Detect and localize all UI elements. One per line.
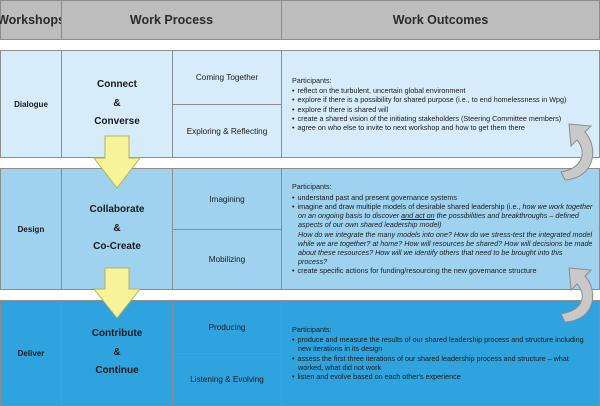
process-dialogue-line1: Connect <box>97 79 137 91</box>
outcome-text-italic: the possibilities and breakthroughs <box>434 211 548 221</box>
header-work-process-label: Work Process <box>129 13 214 27</box>
outcome-item: create a shared vision of the initiating… <box>292 114 593 123</box>
header-work-outcomes: Work Outcomes <box>281 0 600 40</box>
outcomes-dialogue-list: reflect on the turbulent, uncertain glob… <box>292 86 593 132</box>
yellow-down-arrow-icon <box>92 267 142 319</box>
outcome-item: explore if there is shared will <box>292 105 593 114</box>
outcome-item: create specific actions for funding/reso… <box>292 266 593 275</box>
process-deliver-line1: Contribute <box>91 328 143 340</box>
outcome-item: reflect on the turbulent, uncertain glob… <box>292 86 593 95</box>
outcomes-dialogue-lead: Participants: <box>292 75 332 85</box>
outcomes-dialogue: Participants: reflect on the turbulent, … <box>281 50 600 158</box>
outcome-item: imagine and draw multiple models of desi… <box>292 202 593 230</box>
subprocess-listening-evolving-label: Listening & Evolving <box>190 375 264 384</box>
subprocess-imagining: Imagining <box>172 168 282 230</box>
process-design-amp: & <box>113 222 121 234</box>
outcomes-design-lead: Participants: <box>292 182 332 192</box>
process-dialogue-line2: Converse <box>94 116 140 128</box>
subprocess-mobilizing: Mobilizing <box>172 229 282 290</box>
workshop-dialogue: Dialogue <box>0 50 62 158</box>
subprocess-coming-together: Coming Together <box>172 50 282 105</box>
header-workshops-label: Workshops <box>0 13 65 27</box>
outcome-item: listen and evolve based on each other's … <box>292 372 593 381</box>
workshop-deliver-label: Deliver <box>17 348 45 358</box>
workshop-deliver: Deliver <box>0 300 62 406</box>
process-dialogue-amp: & <box>113 97 121 109</box>
subprocess-exploring-reflecting: Exploring & Reflecting <box>172 104 282 158</box>
outcome-text-italic: how we work together on an ongoing basis… <box>298 201 593 221</box>
subprocess-listening-evolving: Listening & Evolving <box>172 353 282 406</box>
process-design-line1: Collaborate <box>89 204 145 216</box>
subprocess-exploring-reflecting-label: Exploring & Reflecting <box>186 126 268 136</box>
workshop-dialogue-label: Dialogue <box>14 99 48 109</box>
outcomes-deliver-list: produce and measure the results of our s… <box>292 335 593 381</box>
subprocess-coming-together-label: Coming Together <box>195 73 259 82</box>
yellow-down-arrow-icon <box>92 135 142 189</box>
outcome-item: explore if there is a possibility for sh… <box>292 95 593 104</box>
subprocess-imagining-label: Imagining <box>209 194 245 204</box>
outcomes-design-list-2: create specific actions for funding/reso… <box>292 266 593 275</box>
subprocess-producing: Producing <box>172 300 282 354</box>
header-work-outcomes-label: Work Outcomes <box>392 13 489 27</box>
outcome-item: understand past and present governance s… <box>292 193 593 202</box>
outcome-text-italic: – defined aspects of our own shared lead… <box>298 211 579 230</box>
outcome-item: agree on who else to invite to next work… <box>292 123 593 132</box>
subprocess-mobilizing-label: Mobilizing <box>208 255 246 264</box>
process-deliver-amp: & <box>113 346 121 358</box>
workshop-design-label: Design <box>17 224 45 234</box>
outcomes-deliver: Participants: produce and measure the re… <box>281 300 600 406</box>
process-design-line2: Co-Create <box>93 241 141 253</box>
header-work-process: Work Process <box>61 0 282 40</box>
outcome-text-underlined: and act on <box>401 211 435 221</box>
outcome-text: imagine and draw multiple models of desi… <box>297 201 523 211</box>
subprocess-producing-label: Producing <box>208 322 246 332</box>
process-deliver-line2: Continue <box>95 365 139 377</box>
outcome-item: assess the first three iterations of our… <box>292 354 593 372</box>
outcomes-design-questions: How do we integrate the many models into… <box>298 229 593 267</box>
outcomes-design-list: understand past and present governance s… <box>292 193 593 230</box>
outcomes-deliver-lead: Participants: <box>292 324 332 334</box>
header-workshops: Workshops <box>0 0 65 40</box>
outcome-item: produce and measure the results of our s… <box>292 335 593 353</box>
workshop-design: Design <box>0 168 62 290</box>
curved-loop-arrow-icon <box>560 123 594 181</box>
outcomes-design: Participants: understand past and presen… <box>281 168 600 290</box>
curved-loop-arrow-icon <box>560 267 594 323</box>
